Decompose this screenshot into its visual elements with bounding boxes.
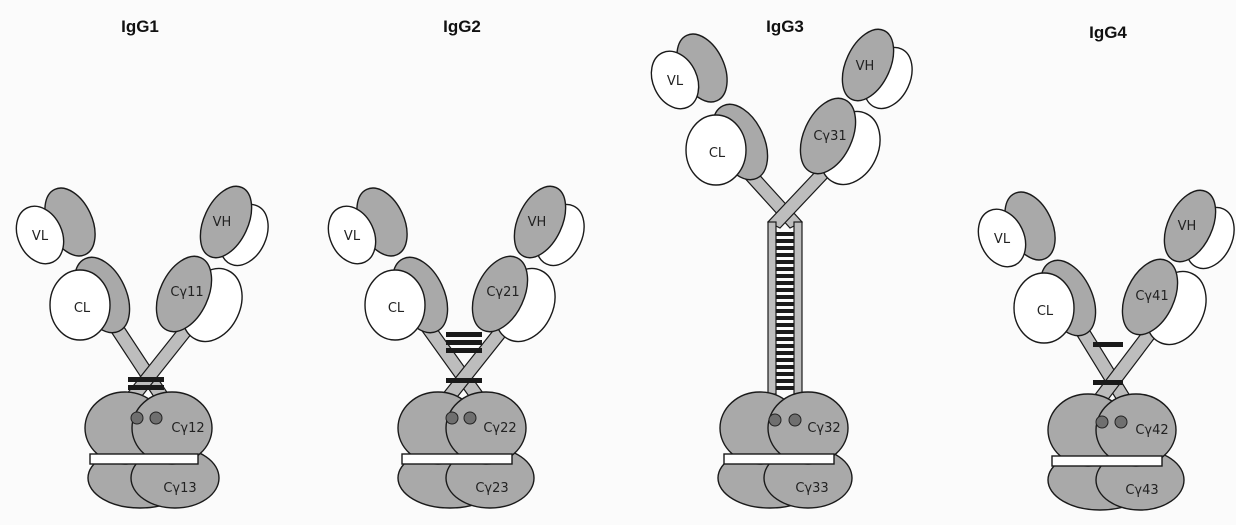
igg1-ch3-label: Cγ13 xyxy=(163,481,196,496)
igg4-cl-label: CL xyxy=(1037,304,1054,319)
igg3-disulfide-bond xyxy=(776,337,794,341)
igg4-antibody: IgG4 Cγ42 Cγ43 VL CL xyxy=(969,23,1236,510)
igg3-disulfide-bond xyxy=(776,316,794,320)
igg1-left-fab: VL CL xyxy=(7,180,140,341)
igg4-vl-label: VL xyxy=(994,232,1011,247)
igg1-ch1-label: Cγ11 xyxy=(170,285,203,300)
igg2-disulfide-bond xyxy=(446,340,482,345)
igg1-ch2-label: Cγ12 xyxy=(171,421,204,436)
igg3-disulfide-bond xyxy=(776,379,794,383)
igg1-vh-label: VH xyxy=(213,215,232,230)
igg2-left-fab: VL CL xyxy=(319,180,458,341)
igg1-vl-label: VL xyxy=(32,229,49,244)
carbohydrate-icon xyxy=(464,412,476,424)
igg3-disulfide-bond xyxy=(776,239,794,243)
igg2-cl-label: CL xyxy=(388,301,405,316)
igg3-disulfide-bond xyxy=(776,267,794,271)
igg3-disulfide-bond xyxy=(776,232,794,236)
igg3-cl-label: CL xyxy=(709,146,726,161)
igg3-disulfide-bond xyxy=(776,281,794,285)
igg4-right-fab: VH Cγ41 xyxy=(1111,182,1236,354)
igg1-title: IgG1 xyxy=(121,17,159,36)
igg3-right-fab: VH Cγ31 xyxy=(789,21,921,194)
igg3-disulfide-bond xyxy=(776,344,794,348)
igg2-ch3-label: Cγ23 xyxy=(475,481,508,496)
carbohydrate-icon xyxy=(446,412,458,424)
igg2-disulfide-bond xyxy=(446,348,482,353)
igg2-right-fab: VH Cγ21 xyxy=(461,178,593,351)
igg3-ch1-label: Cγ31 xyxy=(813,129,846,144)
igg4-left-fab: VL CL xyxy=(969,184,1106,344)
igg4-ch3-label: Cγ43 xyxy=(1125,483,1158,498)
carbohydrate-icon xyxy=(789,414,801,426)
igg4-title: IgG4 xyxy=(1089,23,1127,42)
igg2-disulfide-bond xyxy=(446,378,482,383)
carbohydrate-icon xyxy=(1115,416,1127,428)
carbohydrate-icon xyxy=(769,414,781,426)
igg3-disulfide-bond xyxy=(776,260,794,264)
igg3-disulfide-bond xyxy=(776,323,794,327)
igg4-disulfide-bond xyxy=(1093,380,1123,385)
igg3-disulfide-bond xyxy=(776,253,794,257)
carbohydrate-icon xyxy=(1096,416,1108,428)
igg3-fc: Cγ32 Cγ33 xyxy=(718,392,852,508)
igg3-disulfide-bond xyxy=(776,386,794,390)
igg2-ch1-label: Cγ21 xyxy=(486,285,519,300)
igg3-disulfide-bond xyxy=(776,351,794,355)
igg4-disulfide-bond xyxy=(1093,342,1123,347)
carbohydrate-icon xyxy=(131,412,143,424)
igg3-vh-label: VH xyxy=(856,59,875,74)
igg3-ch3-label: Cγ33 xyxy=(795,481,828,496)
igg3-antibody: IgG3 Cγ32 Cγ33 VL CL xyxy=(642,17,921,508)
igg2-disulfide-bond xyxy=(446,332,482,337)
igg4-fc: Cγ42 Cγ43 xyxy=(1048,394,1184,510)
igg3-disulfide-bond xyxy=(776,330,794,334)
igg3-disulfide-bond xyxy=(776,295,794,299)
igg3-disulfide-bond xyxy=(776,309,794,313)
igg2-vl-label: VL xyxy=(344,229,361,244)
igg3-disulfide-bond xyxy=(776,302,794,306)
igg4-vh-label: VH xyxy=(1178,219,1197,234)
igg1-disulfide-bond xyxy=(128,377,164,382)
igg3-ch2-label: Cγ32 xyxy=(807,421,840,436)
igg3-disulfide-bond xyxy=(776,288,794,292)
igg1-right-fab: VH Cγ11 xyxy=(145,178,277,351)
igg4-ch2-label: Cγ42 xyxy=(1135,423,1168,438)
igg3-hinge xyxy=(742,169,830,394)
igg3-disulfide-bond xyxy=(776,372,794,376)
igg2-fc: Cγ22 Cγ23 xyxy=(398,392,534,508)
igg3-vl-label: VL xyxy=(667,74,684,89)
igg3-title: IgG3 xyxy=(766,17,804,36)
carbohydrate-icon xyxy=(150,412,162,424)
igg3-disulfide-bonds xyxy=(776,232,794,390)
igg3-left-fab: VL CL xyxy=(642,26,778,188)
igg2-vh-label: VH xyxy=(528,215,547,230)
igg1-cl-label: CL xyxy=(74,301,91,316)
igg1-disulfide-bond xyxy=(128,385,164,390)
igg3-disulfide-bond xyxy=(776,358,794,362)
igg4-ch1-label: Cγ41 xyxy=(1135,289,1168,304)
igg2-ch2-label: Cγ22 xyxy=(483,421,516,436)
igg1-fc: Cγ12 Cγ13 xyxy=(85,392,219,508)
igg3-disulfide-bond xyxy=(776,246,794,250)
igg2-antibody: IgG2 Cγ22 Cγ23 VL CL xyxy=(319,17,593,508)
igg3-disulfide-bond xyxy=(776,365,794,369)
igg1-antibody: IgG1 Cγ12 Cγ13 VL CL xyxy=(7,17,277,508)
igg2-title: IgG2 xyxy=(443,17,481,36)
igg3-disulfide-bond xyxy=(776,274,794,278)
